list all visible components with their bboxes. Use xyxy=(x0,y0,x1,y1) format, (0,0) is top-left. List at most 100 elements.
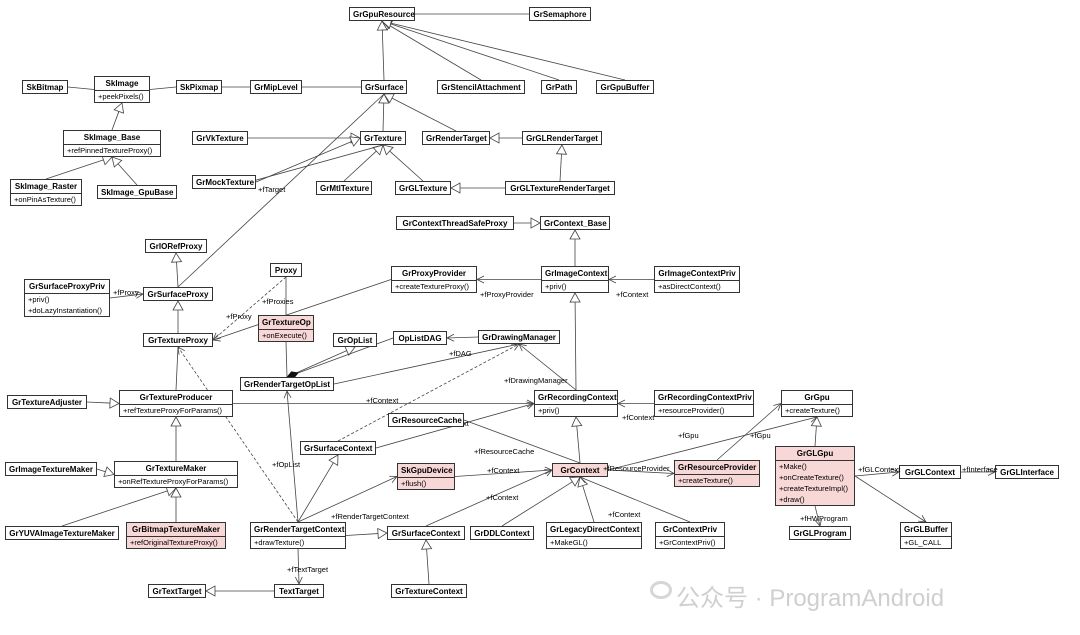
class-grproxyprovider: GrProxyProvider+createTextureProxy() xyxy=(391,266,477,293)
class-name: GrTextureAdjuster xyxy=(11,398,83,407)
class-name: SkImage xyxy=(105,79,139,88)
class-operation: +asDirectContext() xyxy=(658,282,721,291)
class-name: GrSemaphore xyxy=(533,10,587,19)
class-grpath: GrPath xyxy=(541,80,577,94)
inheritance-edge xyxy=(582,485,595,523)
inheritance-edge xyxy=(559,153,562,182)
inheritance-edge xyxy=(389,150,424,182)
class-name: GrMtlTexture xyxy=(320,184,370,193)
class-name: GrDrawingManager xyxy=(482,333,556,342)
edge-label: +fProxies xyxy=(262,297,294,306)
class-grgltexturerendertarget: GrGLTextureRenderTarget xyxy=(505,181,615,195)
inheritance-arrowhead xyxy=(109,397,120,409)
class-grsemaphore: GrSemaphore xyxy=(529,7,591,21)
class-operations: +priv()+doLazyInstantiation() xyxy=(25,293,109,316)
class-name: GrGpuResource xyxy=(353,10,415,19)
class-grrendertargetoplist: GrRenderTargetOpList xyxy=(240,377,334,391)
class-grimagecontextpriv: GrImageContextPriv+asDirectContext() xyxy=(654,266,740,293)
class-grsurfacecontext: GrSurfaceContext xyxy=(300,441,376,455)
class-name: SkImage_Raster xyxy=(14,182,78,191)
class-grimagetexturemaker: GrImageTextureMaker xyxy=(5,462,97,476)
class-grlegacydirectcontext: GrLegacyDirectContext +MakeGL() xyxy=(546,522,642,549)
edge-label: +fInterface xyxy=(962,465,998,474)
class-operation: +doLazyInstantiation() xyxy=(28,306,103,315)
class-name: Proxy xyxy=(274,266,298,275)
class-name: GrTextTarget xyxy=(152,587,202,596)
class-operation: +refPinnedTextureProxy() xyxy=(67,146,153,155)
inheritance-arrowhead xyxy=(489,132,500,144)
class-grmtltexture: GrMtlTexture xyxy=(316,181,372,195)
class-name: GrMipLevel xyxy=(254,83,298,92)
class-name: TextTarget xyxy=(279,587,319,596)
link-edge xyxy=(463,419,581,464)
class-name: GrSurfaceProxyPriv xyxy=(28,282,106,291)
class-name: GrStencilAttachment xyxy=(441,83,521,92)
inheritance-edge xyxy=(391,97,457,132)
class-operations: +refTextureProxyForParams() xyxy=(120,404,232,416)
edge-label: +fDrawingManager xyxy=(504,376,568,385)
class-name: GrSurfaceContext xyxy=(304,444,373,453)
class-grcontext-base: GrContext_Base xyxy=(540,216,610,230)
class-operation: +priv() xyxy=(545,282,567,291)
class-name: GrBitmapTextureMaker xyxy=(132,525,220,534)
class-operation: +createTexture() xyxy=(678,476,733,485)
class-grrecordingcontextpriv: GrRecordingContextPriv+resourceProvider(… xyxy=(654,390,754,417)
inheritance-arrowhead xyxy=(569,292,581,303)
class-grsurfacecontext2: GrSurfaceContext xyxy=(387,526,465,540)
edge-label: +fGpu xyxy=(678,431,699,440)
class-name: GrImageTextureMaker xyxy=(9,465,93,474)
inheritance-edge xyxy=(176,261,179,288)
association-edge xyxy=(854,471,900,477)
class-name: SkImage_GpuBase xyxy=(101,188,174,197)
class-name: GrTextureProxy xyxy=(148,336,208,345)
class-operations: +onRefTextureProxyForParams() xyxy=(115,475,237,487)
class-grtexturecontext: GrTextureContext xyxy=(391,584,467,598)
inheritance-arrowhead xyxy=(170,416,182,427)
association-arrowhead xyxy=(476,275,485,284)
class-operations: +priv() xyxy=(535,404,617,416)
class-grddlcontext: GrDDLContext xyxy=(470,526,534,540)
class-name: SkImage_Base xyxy=(83,133,141,142)
class-name: GrRenderTargetOpList xyxy=(244,380,331,389)
class-operations: +MakeGL() xyxy=(547,536,641,548)
class-name: GrResourceProvider xyxy=(678,463,757,472)
class-operation: +createTexture() xyxy=(785,406,840,415)
inheritance-arrowhead xyxy=(349,136,361,147)
edge-label: +fRenderTargetContext xyxy=(331,512,409,521)
inheritance-edge xyxy=(297,462,334,523)
association-edge xyxy=(579,476,691,523)
class-operations: +GL_CALL xyxy=(901,536,951,548)
class-operations: +createTexture() xyxy=(782,404,852,416)
association-edge xyxy=(607,469,675,474)
class-proxy: Proxy xyxy=(270,263,302,277)
class-operation: +GL_CALL xyxy=(904,538,942,547)
class-grtexttarget: GrTextTarget xyxy=(148,584,206,598)
inheritance-arrowhead xyxy=(530,217,541,229)
class-grbitmaptexturemaker: GrBitmapTextureMaker +refOriginalTextureP… xyxy=(126,522,226,549)
class-operation: +refTextureProxyForParams() xyxy=(123,406,222,415)
class-grglrendertarget: GrGLRenderTarget xyxy=(522,131,602,145)
class-name: GrDDLContext xyxy=(474,529,530,538)
class-name: GrContext xyxy=(560,466,600,475)
class-operation: +MakeGL() xyxy=(550,538,588,547)
edge-label: +fGpu xyxy=(750,431,771,440)
class-name: GrProxyProvider xyxy=(401,269,467,278)
class-name: GrLegacyDirectContext xyxy=(550,525,640,534)
class-name: GrTexture xyxy=(364,134,402,143)
class-grgpuresource: GrGpuResource xyxy=(349,7,415,21)
class-gryuvaimagetexturemaker: GrYUVAImageTextureMaker xyxy=(5,526,119,540)
class-name: GrGLTextureRenderTarget xyxy=(510,184,610,193)
inheritance-edge xyxy=(96,468,106,473)
inheritance-edge xyxy=(389,25,482,81)
class-operations: +refOriginalTextureProxy() xyxy=(127,536,225,548)
class-name: GrRenderTarget xyxy=(426,134,487,143)
inheritance-arrowhead xyxy=(450,182,461,194)
class-operation: +onExecute() xyxy=(262,331,307,340)
class-operations: +peekPixels() xyxy=(95,90,149,102)
edge-label: +fOpList xyxy=(272,460,301,469)
class-name: GrSurface xyxy=(365,83,404,92)
class-skimage-gpubase: SkImage_GpuBase xyxy=(97,185,177,199)
class-grglcontext: GrGLContext xyxy=(899,465,961,479)
class-grrecordingcontext: GrRecordingContext+priv() xyxy=(534,390,618,417)
